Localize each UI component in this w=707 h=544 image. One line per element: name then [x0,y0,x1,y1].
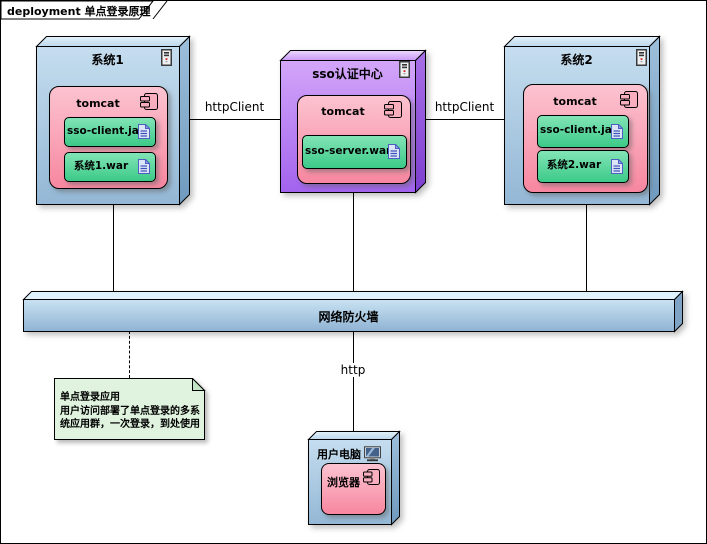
firewall-title: 网络防火墙 [318,310,379,324]
component-icon [140,93,158,110]
node-user-pc-title: 用户电脑 [317,448,361,461]
artifact-system2-war[interactable]: 系统2.war [537,150,629,183]
firewall-box [22,290,684,333]
note-line: 单点登录应用 [60,392,120,403]
node-system1[interactable]: 系统1 tomcat sso-client.jar [35,35,191,206]
artifact-sso-client-jar-system1[interactable]: sso-client.jar [64,117,156,147]
connector-system1-firewall[interactable] [113,204,114,294]
node-system2[interactable]: 系统2 tomcat sso-client.jar [503,35,661,206]
artifact-sso-server-war[interactable]: sso-server.war [302,135,407,169]
note-anchor-line[interactable] [129,331,130,378]
artifact-icon [611,159,623,174]
server-icon [636,49,647,66]
artifact-label: sso-server.war [305,145,392,157]
note-shape [54,378,206,440]
component-icon [363,469,380,485]
component-tomcat-system2-label: tomcat [553,95,597,108]
server-icon [161,49,172,66]
component-browser-label: 浏览器 [327,476,360,489]
httpclient-left-label: httpClient [204,100,265,114]
connector-sso-firewall[interactable] [353,192,354,294]
node-sso-title: sso认证中心 [312,67,383,81]
node-user-pc-titlebar: 用户电脑 [308,446,391,462]
artifact-sso-client-jar-system2[interactable]: sso-client.jar [537,115,629,148]
frame-title: deployment 单点登录原理 [7,5,151,18]
artifact-label: sso-client.jar [540,124,617,136]
component-icon [620,91,638,108]
connector-firewall-userpc[interactable] [353,331,354,432]
http-label: http [329,363,377,377]
httpclient-right-label: httpClient [434,100,495,114]
artifact-icon [138,159,150,174]
artifact-label: 系统1.war [73,160,129,172]
node-sso-center[interactable]: sso认证中心 tomcat sso-server.war [279,49,427,194]
connector-sso-system2[interactable] [425,119,504,120]
artifact-icon [138,124,150,139]
artifact-icon [388,144,400,159]
component-icon [384,101,402,118]
server-icon [399,61,410,78]
connector-system2-firewall[interactable] [586,204,587,294]
artifact-label: 系统2.war [546,159,602,171]
note-sso-description[interactable]: 单点登录应用 用户访问部署了单点登录的多系 统应用群，一次登录，到处使用 [54,378,207,440]
note-line: 统应用群，一次登录，到处使用 [60,419,200,430]
node-user-pc[interactable]: 用户电脑 浏览器 [307,430,401,526]
monitor-icon [364,446,381,462]
artifact-system1-war[interactable]: 系统1.war [64,152,156,182]
note-line: 用户访问部署了单点登录的多系 [60,405,200,417]
note-text: 单点登录应用 用户访问部署了单点登录的多系 统应用群，一次登录，到处使用 [60,391,200,432]
component-tomcat-system2[interactable]: tomcat sso-client.jar 系统2.war [523,84,648,193]
node-firewall[interactable]: 网络防火墙 [22,290,684,333]
component-tomcat-sso[interactable]: tomcat sso-server.war [297,95,411,184]
artifact-icon [611,124,623,139]
component-browser[interactable]: 浏览器 [321,463,386,515]
component-tomcat-system1[interactable]: tomcat sso-client.jar 系统1.war [49,86,168,189]
connector-system1-sso[interactable] [189,119,280,120]
artifact-label: sso-client.jar [67,125,144,137]
node-system1-title: 系统1 [91,53,124,67]
component-tomcat-sso-label: tomcat [321,105,365,118]
node-system2-title: 系统2 [560,53,593,67]
frame-title-tab [1,1,168,20]
component-tomcat-system1-label: tomcat [76,97,120,110]
